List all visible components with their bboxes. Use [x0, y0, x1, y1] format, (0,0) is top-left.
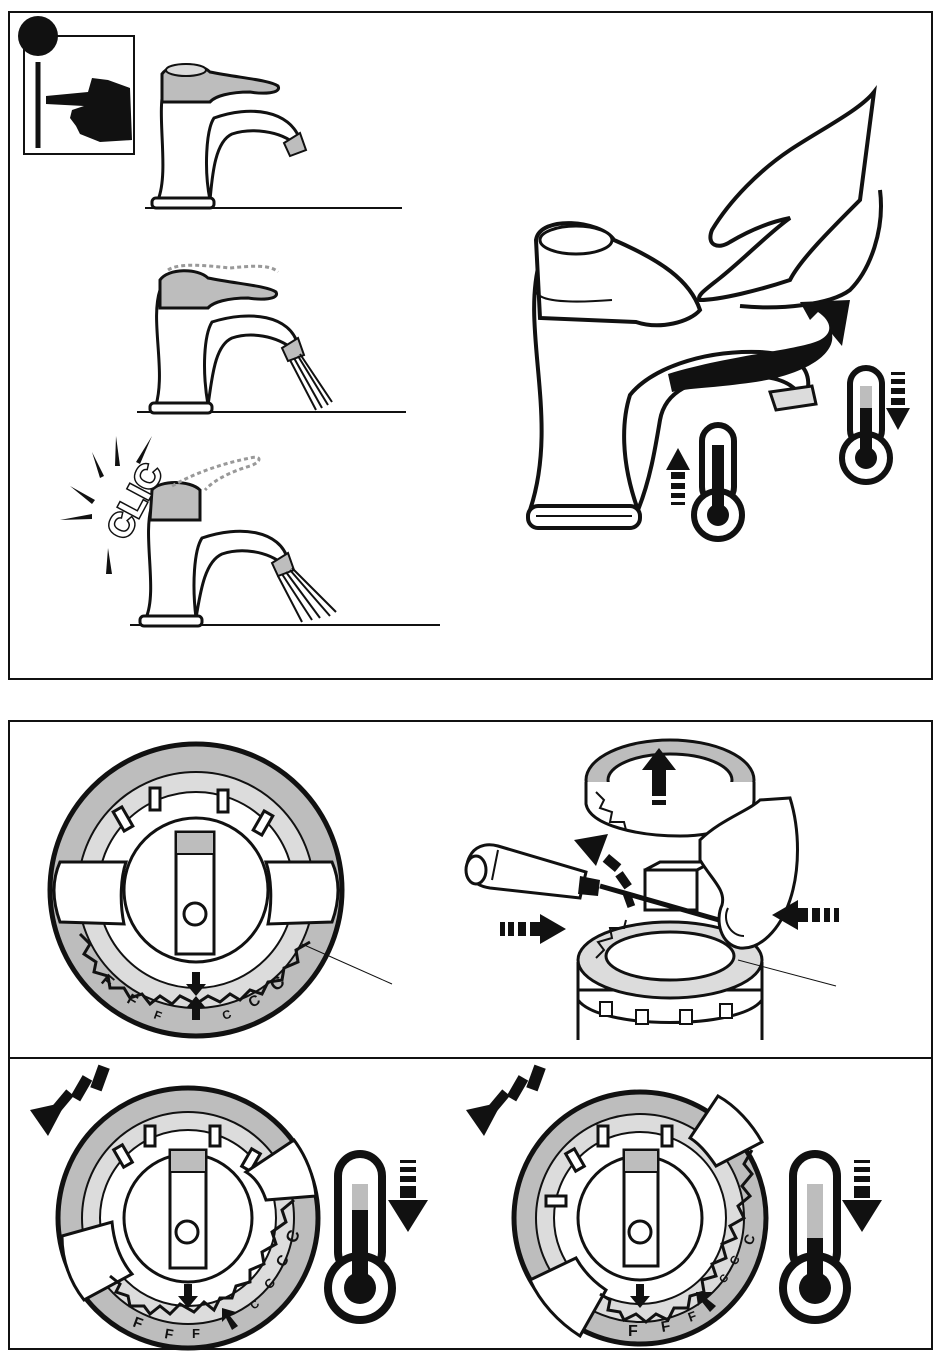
limiter-dial-rotated-1: F F F C C C C: [30, 1065, 318, 1348]
step-badge: [18, 16, 134, 154]
arrow-down-icon: [388, 1160, 428, 1232]
thermometer-cold-icon: [842, 368, 890, 482]
limiter-dial-rotated-2: F F F C C C: [466, 1065, 766, 1344]
cold-mark-label: F: [628, 1323, 638, 1340]
rotate-ccw-arrow-icon: [466, 1065, 546, 1136]
faucet-closed-illustration: [145, 64, 402, 208]
push-arrow-right-icon: [500, 914, 566, 944]
cartridge-removal-illustration: [466, 740, 839, 1040]
thermometer-cooler-icon: [328, 1154, 392, 1320]
thermometer-hot-icon: [694, 425, 742, 539]
cold-mark-label: F: [192, 1326, 200, 1341]
arrow-up-icon: [666, 448, 690, 505]
top-panel-frame: [9, 12, 932, 679]
limiter-dial-default: F F F C C C: [50, 744, 392, 1036]
arrow-down-icon: [842, 1160, 882, 1232]
faucet-open-illustration: [137, 265, 406, 413]
hand-icon: [699, 92, 874, 300]
step-dot-icon: [18, 16, 58, 56]
thermometer-coolest-icon: [783, 1154, 847, 1320]
arrow-down-icon: [886, 372, 910, 430]
faucet-rotate-illustration: [528, 92, 910, 539]
faucet-clic-illustration: CLIC: [60, 436, 440, 626]
